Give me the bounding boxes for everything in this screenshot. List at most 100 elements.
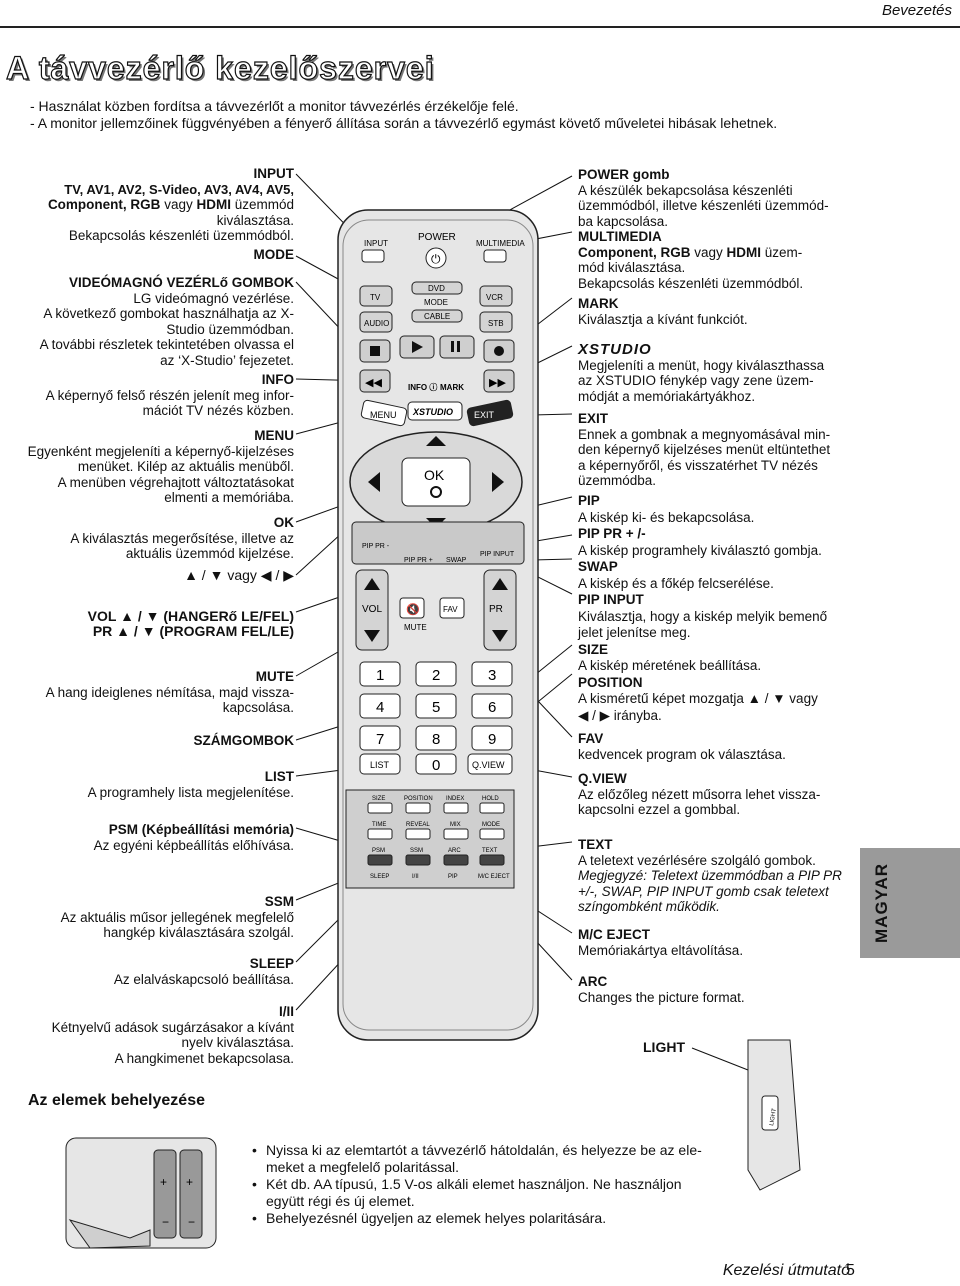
power-desc: POWER gomb A készülék bekapcsolása késze…: [578, 167, 858, 229]
hold-button[interactable]: [479, 802, 505, 814]
intro-note: - A monitor jellemzőinek függvényében a …: [30, 115, 778, 131]
list-item: Két db. AA típusú, 1.5 V-os alkáli eleme…: [252, 1176, 722, 1210]
battery-instructions: Nyissa ki az elemtartót a távvezérlő hát…: [252, 1142, 722, 1227]
stb-button[interactable]: [479, 311, 513, 333]
digit-5-label: 5: [432, 699, 440, 716]
fav-desc: FAV kedvencek program ok választása.: [578, 731, 858, 762]
label: A menüben végrehajtott változtatásokat: [57, 474, 294, 490]
label: EXIT: [578, 411, 609, 426]
label: a képernyőről, és visszatérhet TV nézés: [578, 457, 818, 473]
multimedia-button[interactable]: [483, 249, 507, 263]
digit-6[interactable]: [471, 693, 513, 719]
rewind-button[interactable]: [359, 369, 391, 393]
forward-button[interactable]: [483, 369, 515, 393]
qview-label: Q.VIEW: [472, 760, 505, 770]
text-button[interactable]: [479, 854, 505, 866]
input-button[interactable]: [361, 249, 385, 263]
reveal-button[interactable]: [405, 828, 431, 840]
label: Q.VIEW: [578, 771, 627, 786]
dvd-button[interactable]: [411, 281, 463, 295]
mode-label: MODE: [424, 298, 448, 307]
digit-2[interactable]: [415, 661, 457, 687]
digit-1[interactable]: [359, 661, 401, 687]
audio-button[interactable]: [359, 311, 393, 333]
exit-button[interactable]: [466, 399, 514, 427]
right-icon: [492, 472, 504, 492]
fav-label: FAV: [443, 605, 458, 614]
pr-up-icon: [492, 578, 508, 590]
list-item: Behelyezésnél ügyeljen az elemek helyes …: [252, 1210, 722, 1227]
vol-label: VOL: [362, 604, 382, 615]
arc-label: ARC: [448, 848, 461, 854]
power-button[interactable]: [425, 247, 447, 269]
tv-button[interactable]: [359, 285, 393, 307]
label: üzemmódból, illetve készenléti üzemmód-: [578, 198, 829, 213]
vcr-button[interactable]: [479, 285, 513, 307]
mute-button[interactable]: [399, 597, 425, 619]
vol-up-icon: [364, 578, 380, 590]
label: üzemmódba.: [578, 473, 657, 488]
label: A teletext vezérlésére szolgáló gombok.: [578, 852, 816, 868]
digit-3[interactable]: [471, 661, 513, 687]
label: Ennek a gombnak a megnyomásával min-: [578, 426, 831, 442]
ssm-button[interactable]: [405, 854, 431, 866]
digit-5[interactable]: [415, 693, 457, 719]
battery-2: [179, 1149, 203, 1239]
menu-button[interactable]: [360, 399, 408, 427]
label: Memóriakártya eltávolítása.: [578, 942, 744, 958]
qview-button[interactable]: [467, 753, 513, 775]
label: INFO: [261, 372, 294, 387]
light-button-label[interactable]: LIGHT: [769, 1108, 778, 1127]
size-button[interactable]: [367, 802, 393, 814]
cable-button[interactable]: [411, 309, 463, 323]
time-button[interactable]: [367, 828, 393, 840]
digit-7[interactable]: [359, 725, 401, 751]
digit-8[interactable]: [415, 725, 457, 751]
digit-6-label: 6: [488, 699, 496, 716]
mute-icon: 🔇: [406, 603, 420, 616]
mode-tt-button[interactable]: [479, 828, 505, 840]
i2-label: I/II: [412, 874, 419, 880]
index-button[interactable]: [443, 802, 469, 814]
arc-button[interactable]: [443, 854, 469, 866]
label: LG videómagnó vezérlése.: [133, 290, 294, 306]
mode-tt-label: MODE: [482, 822, 500, 828]
label: MAGYAR: [872, 863, 891, 943]
label: A következő gombokat használhatja az X-: [43, 306, 294, 321]
label: ◀ / ▶ irányba.: [578, 707, 662, 723]
digit-9[interactable]: [471, 725, 513, 751]
index-label: INDEX: [446, 796, 464, 802]
dvd-label: DVD: [428, 284, 445, 293]
text-desc: TEXT A teletext vezérlésére szolgáló gom…: [578, 837, 858, 915]
xstudio-button[interactable]: [407, 401, 463, 421]
position-button[interactable]: [405, 802, 431, 814]
page-title: A távvezérlő kezelőszervei: [5, 49, 435, 86]
label: SWAP: [578, 559, 618, 574]
list-button[interactable]: [359, 753, 401, 775]
footer-text: Kezelési útmutató: [722, 1262, 850, 1279]
menu-label: MENU: [370, 410, 397, 420]
digit-4[interactable]: [359, 693, 401, 719]
mix-button[interactable]: [443, 828, 469, 840]
label: Component, RGB vagy HDMI üzemmód: [0, 197, 294, 213]
pause-icon: [457, 341, 460, 352]
label: kapcsolni ezzel a gombbal.: [578, 802, 741, 817]
digit-0[interactable]: [415, 753, 457, 775]
plus-icon: +: [160, 1175, 167, 1189]
label: Kétnyelvű adások sugárzásakor a kívánt: [51, 1019, 294, 1035]
label: A kiskép programhely kiválasztó gombja.: [578, 542, 822, 558]
light-button[interactable]: [761, 1095, 779, 1131]
exit-label: EXIT: [474, 410, 495, 420]
label: üzemmód: [230, 197, 294, 212]
vcr-desc: VIDEÓMAGNÓ VEZÉRLő GOMBOK LG videómagnó …: [0, 275, 294, 368]
psm-button[interactable]: [367, 854, 393, 866]
label: vagy: [690, 244, 727, 260]
vcr-label: VCR: [486, 293, 503, 302]
ok-button[interactable]: [401, 457, 471, 507]
label: A hang ideiglenes némítása, majd vissza-: [45, 684, 294, 700]
label: hangkép kiválasztására szolgál.: [103, 925, 294, 940]
battery-1: [153, 1149, 177, 1239]
fav-button[interactable]: [439, 597, 465, 619]
label: Kiválasztja a kívánt funkciót.: [578, 311, 748, 327]
digit-1-label: 1: [376, 667, 384, 684]
